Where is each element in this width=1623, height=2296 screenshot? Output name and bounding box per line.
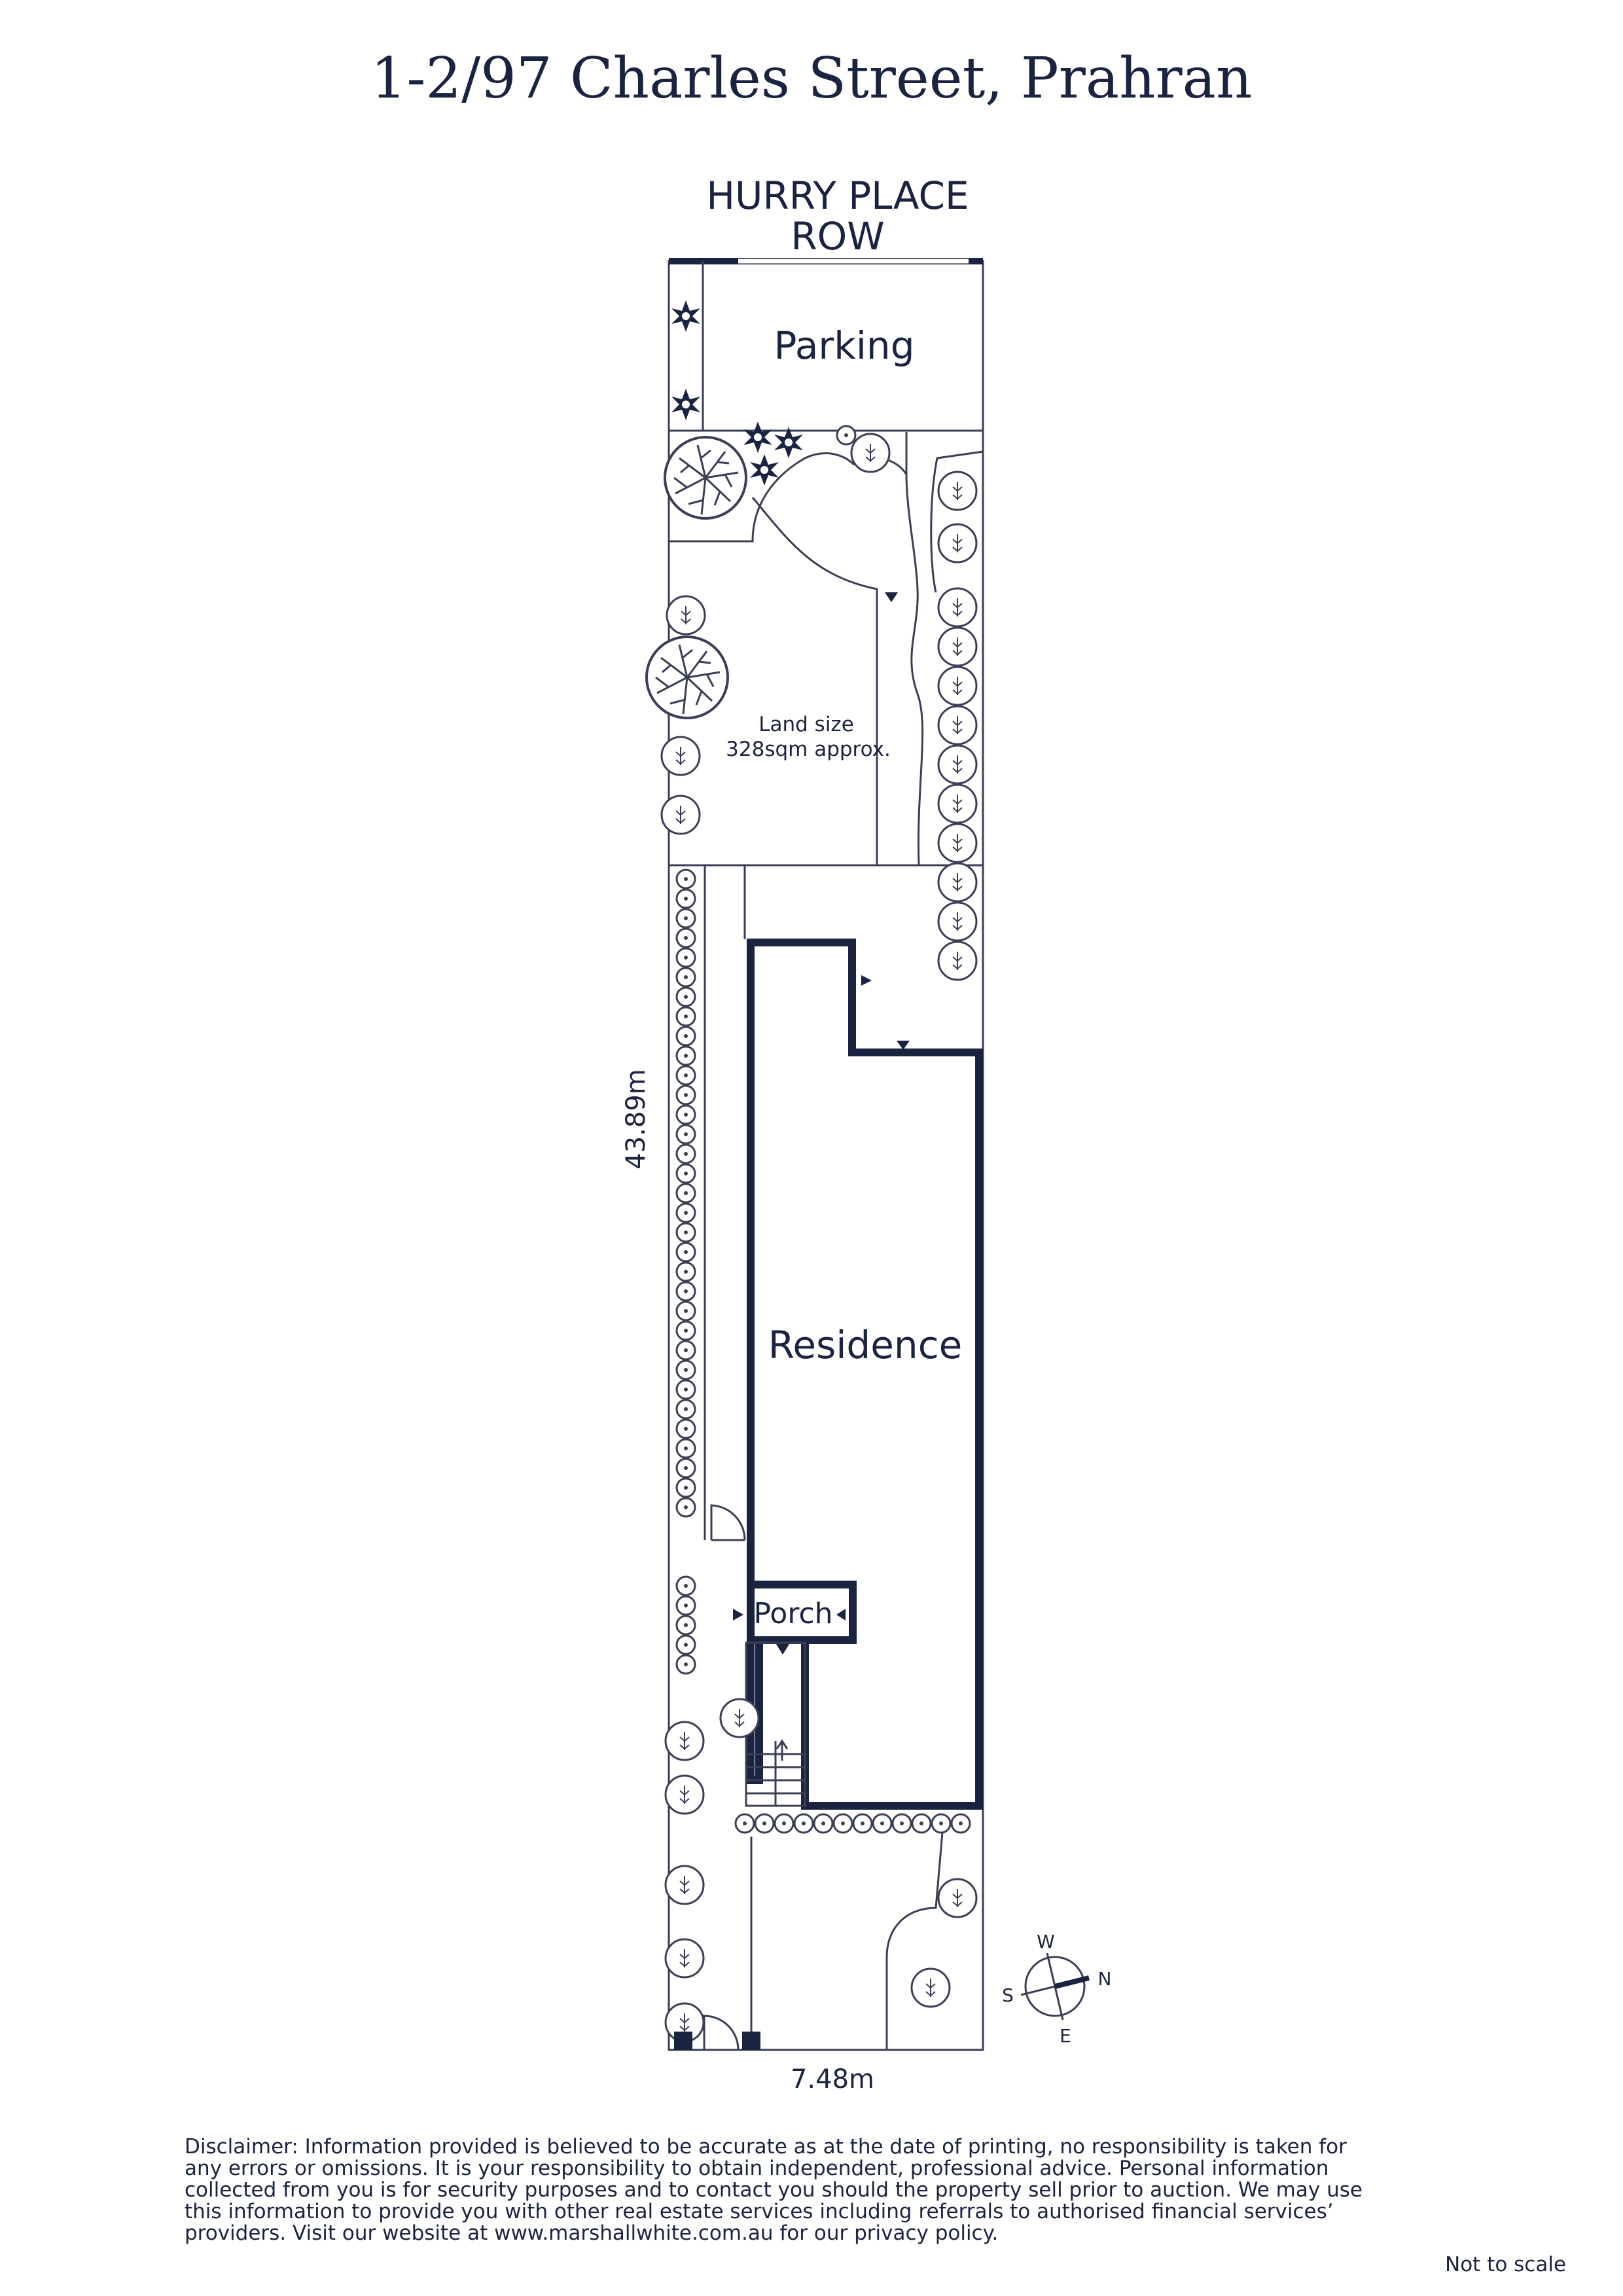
side-door [710,1504,746,1541]
width-dimension: 7.48m [791,2064,874,2094]
front-gate [703,2015,740,2051]
page-title: 1-2/97 Charles Street, Prahran [370,46,1253,111]
flower-icon [743,422,772,453]
land-size-value: 328sqm approx. [726,738,891,761]
flower-icon [671,300,700,332]
property-boundary [668,260,984,2051]
shrub-icon [910,1967,951,2008]
shrub-icon [937,1878,978,1918]
porch-wall [747,1581,857,1644]
flower-icon [671,389,700,420]
shrub-icon [666,595,706,636]
land-size-label: Land size [758,713,854,736]
front-garden-bed [885,1832,944,2050]
right-hedge [937,471,978,981]
garden-path-curve [751,497,878,865]
garden-bed-right [905,474,924,866]
residence-wall [747,939,983,1810]
shrub-icon [660,795,701,835]
tree-icon [664,436,747,520]
shrub-icon [850,433,891,473]
front-hedge [734,1813,971,1834]
compass-n: N [1098,1968,1112,1990]
parking-label: Parking [774,323,914,368]
porch-label: Porch [753,1597,832,1630]
street-label: HURRY PLACE ROW [654,175,1021,257]
shrub-icon [719,1698,760,1738]
length-dimension: 43.89m [621,1069,651,1169]
compass-w: W [1037,1931,1055,1952]
not-to-scale-label: Not to scale [1445,2253,1567,2276]
compass-e: E [1060,2025,1071,2047]
street-label-line1: HURRY PLACE [706,173,969,218]
gate-post [674,2032,692,2050]
flower-icon [750,454,779,486]
residence-label: Residence [768,1323,963,1367]
disclaimer-text: Disclaimer: Information provided is beli… [185,2135,1363,2245]
compass-icon: W N S E [1002,1931,1111,2047]
gate-post [742,2032,760,2050]
shrub-icon [836,425,857,446]
compass-s: S [1002,1984,1014,2006]
shrub-icon [660,736,701,776]
street-label-line2: ROW [791,214,885,259]
left-hedge [664,869,705,2043]
garden-bed-right-edge [930,450,984,593]
tree-icon [645,636,729,719]
garden-bed-curve [669,452,855,543]
